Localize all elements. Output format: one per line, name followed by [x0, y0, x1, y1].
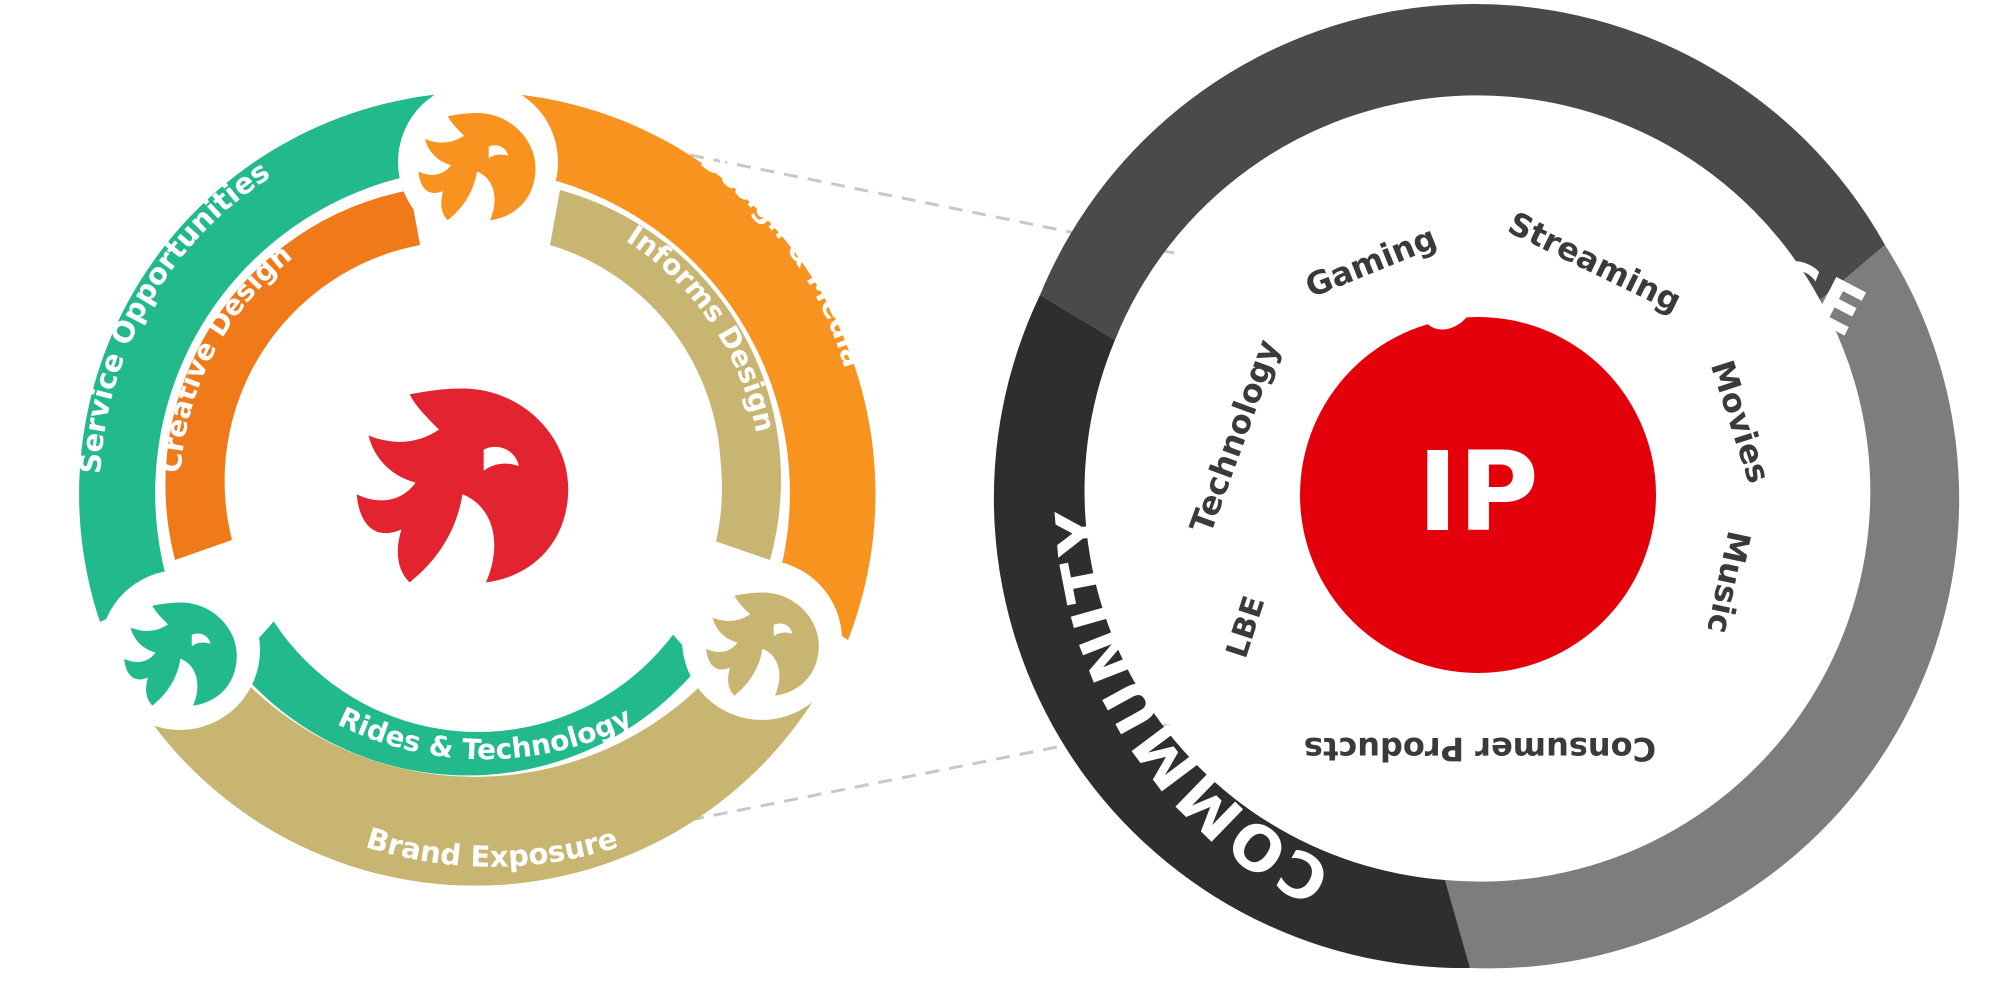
brand-exposure-arc: [130, 640, 820, 886]
rides-technology-arc: [235, 620, 700, 776]
node-left: [100, 570, 260, 730]
creative-design-arc: [165, 190, 420, 560]
inner-label-consumer-products: Consumer Products: [1304, 730, 1656, 768]
left-cycle: Service Opportunities Design & Media Bra…: [73, 82, 876, 886]
commerce-segment: [1040, 4, 1885, 340]
community-segment: [993, 295, 1470, 969]
content-segment: [1445, 245, 1960, 969]
ip-label: IP: [1417, 428, 1539, 556]
ip-circle: [1300, 317, 1656, 673]
node-top: [398, 82, 558, 242]
node-right: [682, 560, 842, 720]
informs-design-arc: [550, 190, 782, 560]
right-wheel: IP COMMERCE CONTENT COMMUNITY Gaming Str…: [993, 4, 1960, 969]
